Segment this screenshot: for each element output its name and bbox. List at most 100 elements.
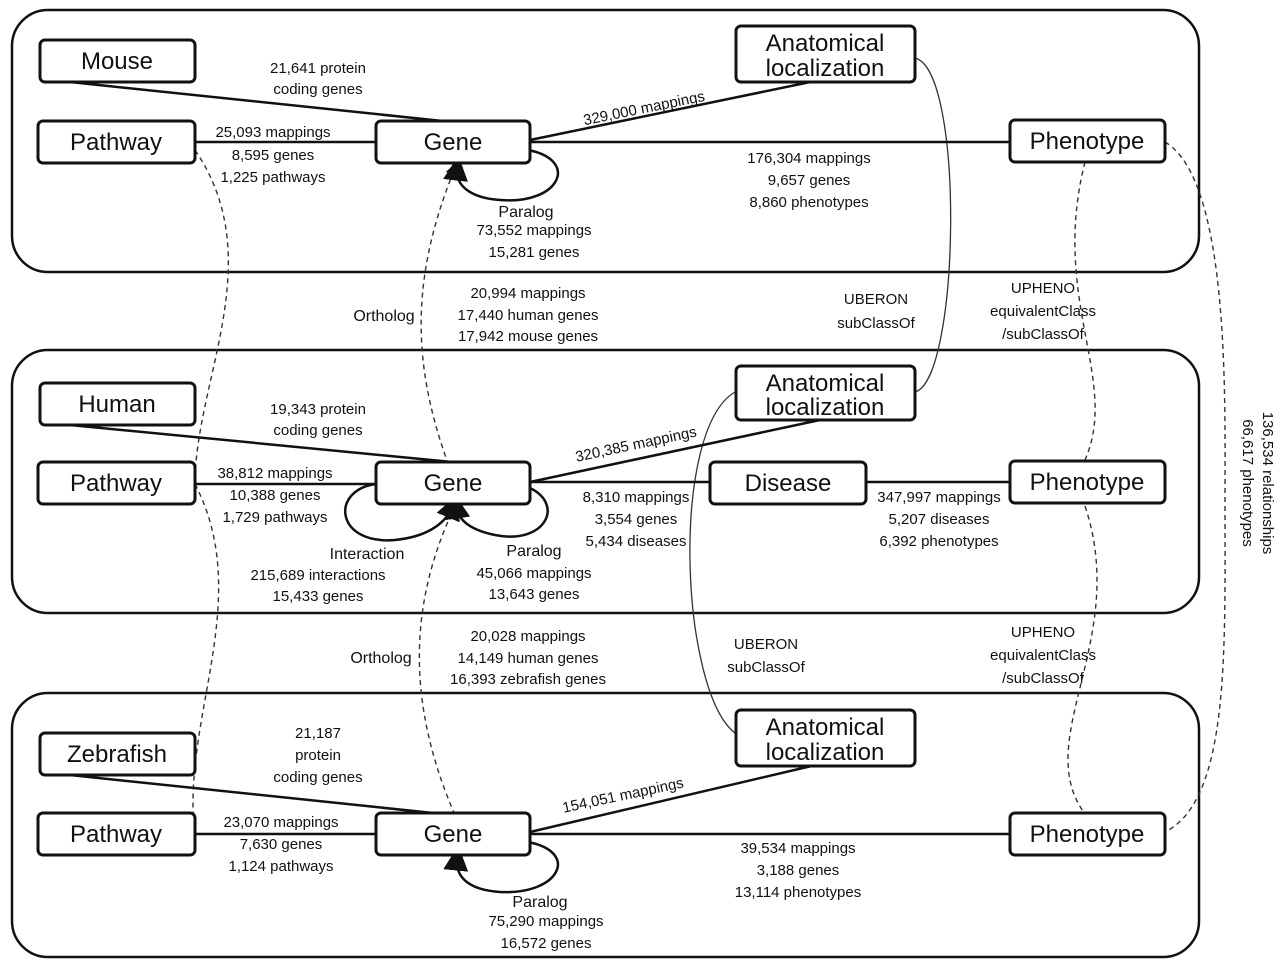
svg-text:20,994 mappings: 20,994 mappings [470,285,585,302]
human-species-node: Human [38,381,197,427]
svg-text:17,440 human genes: 17,440 human genes [458,307,599,324]
human-paralog-label: Paralog 45,066 mappings 13,643 genes [476,543,591,603]
svg-text:45,066 mappings: 45,066 mappings [476,565,591,582]
svg-text:Pathway: Pathway [70,821,162,848]
zebrafish-species-gene-label: 21,187 protein coding genes [273,725,362,786]
svg-text:coding genes: coding genes [273,422,362,439]
zebrafish-gene-node: Gene [374,811,532,857]
human-zebrafish-upheno-label: UPHENO equivalentClass /subClassOf [990,624,1096,687]
svg-text:Phenotype: Phenotype [1030,469,1145,496]
human-zebrafish-upheno-link [1067,505,1098,815]
svg-text:20,028 mappings: 20,028 mappings [470,628,585,645]
human-gene-anatomical-edge [529,418,821,484]
svg-text:localization: localization [766,55,885,82]
svg-text:3,188 genes: 3,188 genes [757,862,840,879]
human-disease-node: Disease [708,460,868,506]
svg-text:25,093 mappings: 25,093 mappings [215,124,330,141]
human-anatomical-node: Anatomical localization [734,364,917,422]
svg-text:9,657 genes: 9,657 genes [768,172,851,189]
svg-text:15,281 genes: 15,281 genes [489,244,580,261]
zebrafish-paralog-label: Paralog 75,290 mappings 16,572 genes [488,894,603,952]
mouse-gene-phenotype-label: 176,304 mappings 9,657 genes 8,860 pheno… [747,150,870,211]
mouse-paralog-loop [443,148,560,202]
svg-text:6,392 phenotypes: 6,392 phenotypes [879,533,998,550]
svg-text:176,304 mappings: 176,304 mappings [747,150,870,167]
svg-text:23,070 mappings: 23,070 mappings [223,814,338,831]
svg-text:75,290 mappings: 75,290 mappings [488,913,603,930]
svg-text:localization: localization [766,739,885,766]
zebrafish-paralog-loop [443,840,560,894]
svg-text:/subClassOf: /subClassOf [1002,326,1085,343]
svg-text:Pathway: Pathway [70,470,162,497]
svg-text:Interaction: Interaction [330,546,405,563]
svg-text:UPHENO: UPHENO [1011,280,1075,297]
zebrafish-pathway-gene-label: 23,070 mappings 7,630 genes 1,124 pathwa… [223,814,338,875]
mouse-human-pathway-link [194,149,229,485]
svg-text:3,554 genes: 3,554 genes [595,511,678,528]
human-interaction-loop [344,482,460,542]
mouse-human-uberon-link [914,57,952,393]
svg-text:UBERON: UBERON [734,636,798,653]
svg-text:Zebrafish: Zebrafish [67,741,167,768]
svg-text:66,617 phenotypes: 66,617 phenotypes [1239,419,1256,547]
mouse-human-ortholog-link [420,161,459,483]
human-species-gene-edge [69,423,453,464]
svg-text:Gene: Gene [424,129,483,156]
svg-text:Paralog: Paralog [506,543,561,560]
human-phenotype-node: Phenotype [1008,459,1167,505]
svg-text:8,860 phenotypes: 8,860 phenotypes [749,194,868,211]
mouse-phenotype-node: Phenotype [1008,118,1167,164]
svg-text:coding genes: coding genes [273,81,362,98]
svg-text:10,388 genes: 10,388 genes [230,487,321,504]
svg-text:UBERON: UBERON [844,291,908,308]
svg-text:1,729 pathways: 1,729 pathways [222,509,327,526]
svg-text:5,434 diseases: 5,434 diseases [586,533,687,550]
svg-text:coding genes: coding genes [273,769,362,786]
human-gene-node: Gene [374,460,532,506]
svg-text:39,534 mappings: 39,534 mappings [740,840,855,857]
svg-text:73,552 mappings: 73,552 mappings [476,222,591,239]
mouse-human-upheno-label: UPHENO equivalentClass /subClassOf [990,280,1096,343]
svg-text:Pathway: Pathway [70,129,162,156]
svg-text:localization: localization [766,394,885,421]
human-zebrafish-uberon-link [689,391,736,734]
human-disease-phenotype-label: 347,997 mappings 5,207 diseases 6,392 ph… [877,489,1000,550]
svg-text:Anatomical: Anatomical [766,714,885,741]
svg-text:7,630 genes: 7,630 genes [240,836,323,853]
zebrafish-species-node: Zebrafish [38,731,197,777]
zebrafish-phenotype-node: Phenotype [1008,811,1167,857]
svg-text:subClassOf: subClassOf [837,315,915,332]
mouse-human-ortholog-stats: 20,994 mappings 17,440 human genes 17,94… [458,285,599,345]
svg-text:equivalentClass: equivalentClass [990,647,1096,664]
human-species-gene-label: 19,343 protein coding genes [270,401,366,439]
mouse-gene-anatomical-edge [529,78,821,142]
zebrafish-gene-phenotype-label: 39,534 mappings 3,188 genes 13,114 pheno… [735,840,862,901]
human-pathway-gene-label: 38,812 mappings 10,388 genes 1,729 pathw… [217,465,332,526]
svg-text:21,641 protein: 21,641 protein [270,60,366,77]
svg-text:19,343 protein: 19,343 protein [270,401,366,418]
human-zebrafish-ortholog-stats: 20,028 mappings 14,149 human genes 16,39… [450,628,606,688]
svg-text:Anatomical: Anatomical [766,370,885,397]
svg-text:13,643 genes: 13,643 genes [489,586,580,603]
svg-text:17,942 mouse genes: 17,942 mouse genes [458,328,598,345]
svg-text:14,149 human genes: 14,149 human genes [458,650,599,667]
svg-text:215,689 interactions: 215,689 interactions [250,567,385,584]
svg-text:Gene: Gene [424,470,483,497]
svg-text:Disease: Disease [745,470,832,497]
svg-text:13,114 phenotypes: 13,114 phenotypes [735,884,862,901]
human-zebrafish-ortholog-label: Ortholog [350,650,411,667]
mouse-paralog-label: Paralog 73,552 mappings 15,281 genes [476,204,591,261]
svg-text:16,393 zebrafish genes: 16,393 zebrafish genes [450,671,606,688]
svg-text:15,433 genes: 15,433 genes [273,588,364,605]
svg-text:subClassOf: subClassOf [727,659,805,676]
human-zebrafish-ortholog-link [418,499,459,816]
svg-text:5,207 diseases: 5,207 diseases [889,511,990,528]
mouse-zebrafish-phenotype-label: 136,534 relationships 66,617 phenotypes [1239,412,1276,555]
svg-text:347,997 mappings: 347,997 mappings [877,489,1000,506]
mouse-human-ortholog-label: Ortholog [353,308,414,325]
svg-text:1,124 pathways: 1,124 pathways [228,858,333,875]
svg-text:8,595 genes: 8,595 genes [232,147,315,164]
svg-text:8,310 mappings: 8,310 mappings [583,489,690,506]
svg-text:UPHENO: UPHENO [1011,624,1075,641]
